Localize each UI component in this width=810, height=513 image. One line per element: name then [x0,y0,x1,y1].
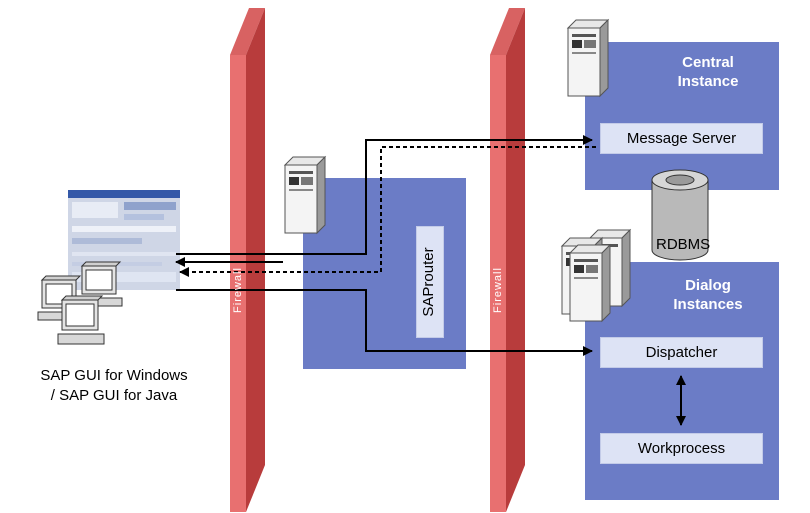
firewall-right-label: Firewall [492,267,504,313]
client-label-line1: SAP GUI for Windows [40,367,188,384]
database-label: RDBMS [656,236,711,253]
saprouter-label-box [416,226,444,338]
dispatcher-box: Dispatcher [600,337,763,368]
firewall-left [230,8,265,512]
central-instance-title-line1: Central [682,54,734,71]
connection-message-server-to-client-dotted [179,146,596,277]
dialog-instances-title-line2: Instances [673,296,743,313]
client-computer-icon [77,261,123,307]
connection-client-to-message-server [176,135,593,255]
central-server-icon [566,18,610,98]
firewall-left-label: Firewall [232,267,244,313]
dialog-instances-title-line1: Dialog [685,277,731,294]
central-instance-box [585,42,779,190]
saprouter-label: SAProuter [420,247,437,317]
client-label-line2: / SAP GUI for Java [50,387,178,404]
firewall-right [490,8,525,512]
dialog-server-icon [568,243,612,323]
central-instance-title: Central Instance [648,53,768,91]
dialog-instances-title: Dialog Instances [648,276,768,314]
connection-client-to-dispatcher [176,289,593,356]
central-instance-title-line2: Instance [677,73,739,90]
workprocess-box: Workprocess [600,433,763,464]
client-label: SAP GUI for Windows / SAP GUI for Java [0,366,228,406]
saprouter-server-icon [283,155,327,235]
client-computer-icon [57,295,105,345]
message-server-box: Message Server [600,123,763,154]
database-icon [651,169,709,261]
